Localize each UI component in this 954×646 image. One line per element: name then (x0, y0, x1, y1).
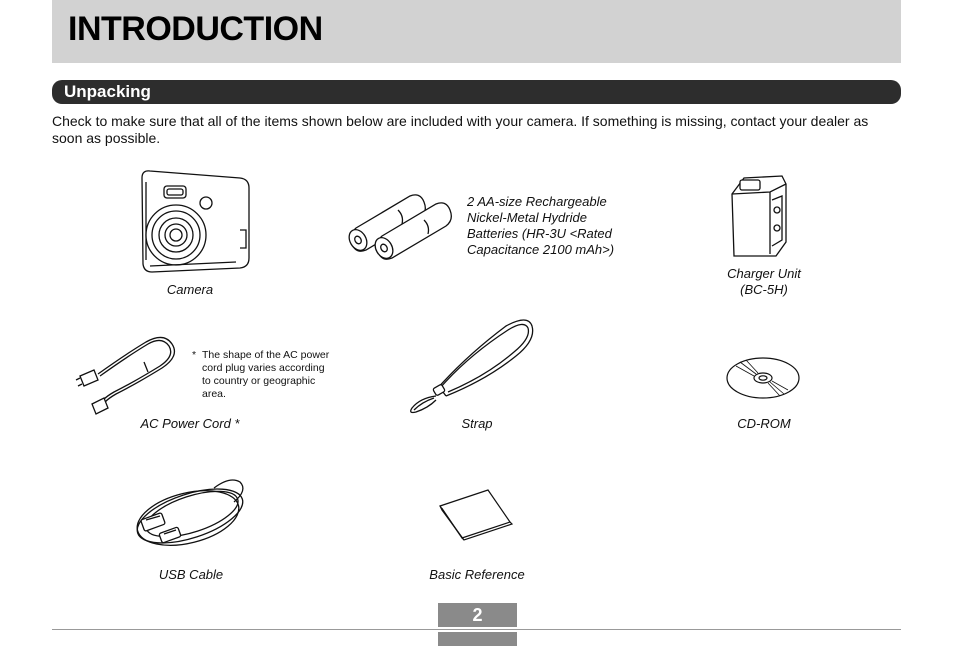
batteries-caption: 2 AA-size Rechargeable Nickel-Metal Hydr… (467, 194, 614, 258)
charger-caption-line: (BC-5H) (740, 282, 788, 297)
batteries-caption-line: Capacitance 2100 mAh>) (467, 242, 615, 257)
ac-power-cord-caption: AC Power Cord * (140, 416, 240, 431)
strap-caption: Strap (461, 416, 493, 431)
page-title: INTRODUCTION (68, 10, 323, 48)
basic-reference-caption: Basic Reference (429, 567, 525, 582)
batteries-illustration (348, 194, 452, 260)
footer-rule (52, 629, 901, 630)
cd-rom-caption: CD-ROM (737, 416, 791, 431)
usb-cable-caption: USB Cable (158, 567, 224, 582)
charger-illustration (731, 175, 787, 257)
section-bar: Unpacking (52, 80, 901, 104)
note-text: The shape of the AC power cord plug vari… (202, 349, 330, 400)
cd-rom-illustration (726, 357, 800, 399)
section-heading: Unpacking (64, 82, 151, 101)
camera-caption: Camera (166, 282, 214, 297)
intro-paragraph: Check to make sure that all of the items… (52, 113, 869, 146)
basic-reference-illustration (439, 489, 514, 541)
page-number: 2 (438, 603, 517, 627)
title-bar: INTRODUCTION (52, 0, 901, 63)
batteries-caption-line: 2 AA-size Rechargeable (467, 194, 607, 209)
camera-illustration (141, 170, 250, 273)
ac-power-cord-illustration (75, 336, 176, 415)
charger-caption: Charger Unit (BC-5H) (704, 266, 824, 298)
strap-illustration (410, 319, 534, 414)
note-asterisk: * (192, 349, 197, 361)
charger-caption-line: Charger Unit (727, 266, 801, 281)
batteries-caption-line: Nickel-Metal Hydride (467, 210, 587, 225)
batteries-caption-line: Batteries (HR-3U <Rated (467, 226, 612, 241)
usb-cable-illustration (136, 479, 244, 546)
page-number-tab (438, 632, 517, 646)
